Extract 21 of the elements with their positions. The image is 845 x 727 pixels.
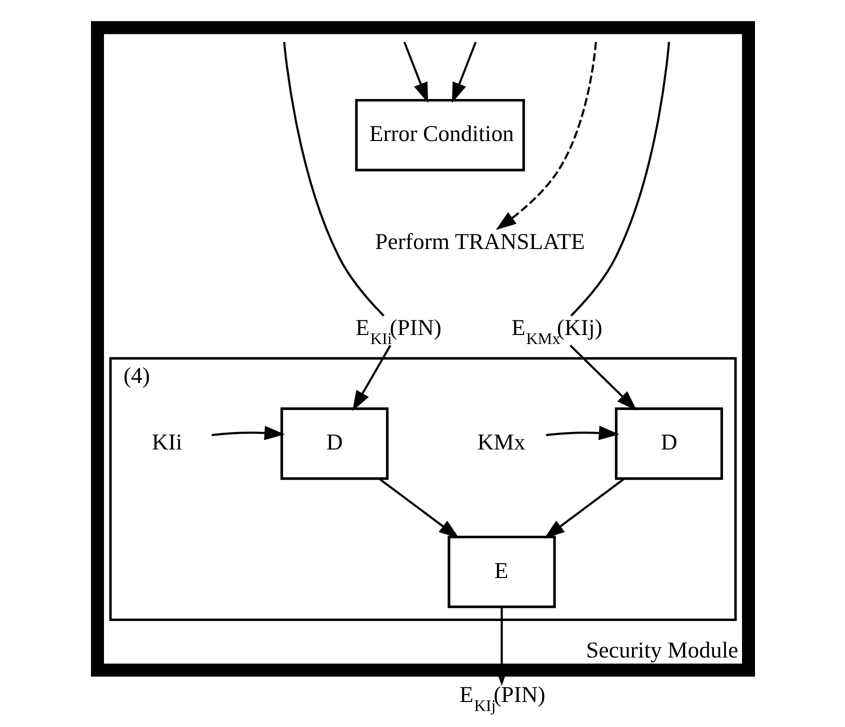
node-text: KMx bbox=[476, 430, 525, 455]
node-box: Error Condition bbox=[354, 98, 524, 172]
arrow bbox=[352, 344, 391, 412]
node-box: D bbox=[280, 407, 388, 480]
arrow bbox=[211, 426, 284, 440]
arrow bbox=[495, 42, 596, 230]
node-text: E$_{KMx}$(KIj) bbox=[510, 315, 602, 348]
arrow bbox=[546, 426, 619, 440]
node-text: KIi bbox=[151, 430, 182, 455]
connector bbox=[570, 42, 670, 316]
node-text: E$_{KIj}$(PIN) bbox=[459, 682, 545, 716]
node-box: D bbox=[614, 407, 723, 480]
node-box: E bbox=[447, 536, 556, 608]
arrow bbox=[378, 478, 459, 539]
node-text: Perform TRANSLATE bbox=[374, 229, 584, 254]
arrow bbox=[451, 42, 476, 104]
connector bbox=[282, 42, 384, 316]
arrow bbox=[402, 42, 428, 104]
node-text: E$_{KIi}$(PIN) bbox=[355, 315, 441, 348]
arrow bbox=[544, 478, 624, 539]
arrow bbox=[569, 344, 636, 411]
